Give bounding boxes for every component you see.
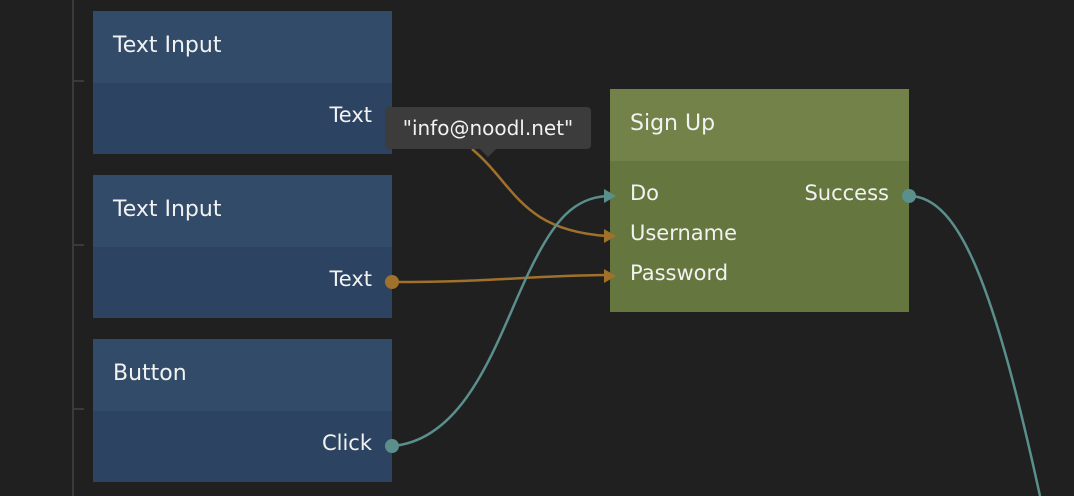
- node-body: Text: [93, 83, 392, 154]
- output-port-text[interactable]: Text: [329, 267, 372, 291]
- sign-up-node[interactable]: Sign Up Do Username Password Success: [610, 89, 909, 312]
- node-title: Button: [93, 339, 392, 411]
- hierarchy-tick: [72, 408, 84, 410]
- node-body: Do Username Password Success: [610, 161, 909, 312]
- input-port-username[interactable]: Username: [630, 221, 738, 245]
- node-body: Text: [93, 247, 392, 318]
- hierarchy-tick: [72, 80, 84, 82]
- value-tooltip: "info@noodl.net": [385, 107, 591, 149]
- input-port-password[interactable]: Password: [630, 261, 729, 285]
- button-node[interactable]: Button Click: [93, 339, 392, 482]
- output-port-text[interactable]: Text: [329, 103, 372, 127]
- node-title: Sign Up: [610, 89, 909, 161]
- output-port-click[interactable]: Click: [321, 431, 372, 455]
- wire-text-to-password: [391, 273, 608, 284]
- node-title: Text Input: [93, 175, 392, 247]
- tooltip-arrow: [480, 149, 496, 157]
- wire-success-out: [908, 194, 1042, 496]
- wire-click-to-do: [391, 194, 608, 448]
- text-input-node-1[interactable]: Text Input Text: [93, 11, 392, 154]
- node-title: Text Input: [93, 11, 392, 83]
- wire-email-to-username: [471, 148, 608, 238]
- node-body: Click: [93, 411, 392, 482]
- input-port-do[interactable]: Do: [630, 181, 660, 205]
- output-port-success[interactable]: Success: [804, 181, 889, 205]
- hierarchy-line: [72, 0, 74, 496]
- hierarchy-tick: [72, 244, 84, 246]
- text-input-node-2[interactable]: Text Input Text: [93, 175, 392, 318]
